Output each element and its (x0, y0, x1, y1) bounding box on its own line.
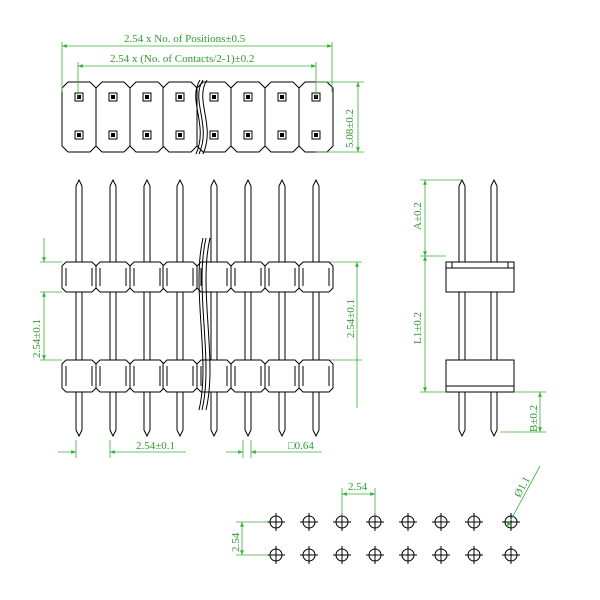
insulator-block (95, 261, 131, 293)
pin-square (74, 92, 84, 102)
housing-cell (162, 81, 198, 153)
pin-square-core (246, 95, 250, 99)
pin-square (277, 130, 287, 140)
insulator-block (95, 359, 131, 393)
pin-square (108, 92, 118, 102)
insulator-block (230, 261, 266, 293)
pin-square-core (314, 133, 318, 137)
pin-square (108, 130, 118, 140)
pin-square (74, 130, 84, 140)
insulator-block (162, 359, 198, 393)
pin (75, 178, 83, 438)
pin-square-core (145, 95, 149, 99)
side-insulator (445, 359, 515, 393)
pin-square (142, 130, 152, 140)
hole-pitch-y-label: 2.54 (230, 532, 242, 552)
break-line (202, 79, 208, 155)
insulator-block (129, 359, 165, 393)
pitch-right-label: 2.54±0.1 (345, 299, 357, 338)
hole-pattern (267, 513, 520, 564)
break-line (205, 237, 211, 411)
insulator-block (162, 261, 198, 293)
pin-square (175, 92, 185, 102)
insulator-block (264, 261, 300, 293)
insulator-block (298, 261, 334, 293)
pin (312, 178, 320, 438)
side-pin (490, 178, 498, 438)
pin (143, 178, 151, 438)
break-gap (198, 79, 204, 155)
overall-width-label: 2.54 x No. of Positions±0.5 (124, 33, 246, 45)
hole-pitch-x-label: 2.54 (348, 481, 368, 493)
side-a-label: A±0.2 (412, 202, 424, 230)
front-view (61, 178, 334, 438)
side-b-label: B±0.2 (528, 405, 540, 432)
side-insulator (445, 261, 515, 293)
pin (244, 178, 252, 438)
side-pin (458, 178, 466, 438)
front-view-dimensions: 2.54±0.1 2.54±0.1 2.54±0.1 □0.64 (31, 238, 362, 458)
pin-square-core (246, 133, 250, 137)
insulator-block (298, 359, 334, 393)
side-view (445, 178, 515, 438)
pin-square (243, 92, 253, 102)
pin-square-core (145, 133, 149, 137)
housing-cell (264, 81, 300, 153)
top-view-dimensions: 2.54 x No. of Positions±0.5 2.54 x (No. … (61, 33, 364, 153)
pin-square (175, 130, 185, 140)
contact-span-label: 2.54 x (No. of Contacts/2-1)±0.2 (110, 53, 254, 65)
pin (278, 178, 286, 438)
pin-square (209, 130, 219, 140)
hole-diameter-label: Ø1.1 (512, 475, 533, 500)
insulator-block (61, 261, 97, 293)
pin-square (277, 92, 287, 102)
side-view-dimensions: A±0.2 L1±0.2 B±0.2 (412, 179, 546, 433)
insulator-block (264, 359, 300, 393)
break-gap (201, 237, 207, 411)
pin (210, 178, 218, 438)
pin-square (311, 130, 321, 140)
break-line (195, 79, 201, 155)
housing-cell (95, 81, 131, 153)
pin-square (209, 92, 219, 102)
housing-cell (61, 81, 97, 153)
housing-cell (129, 81, 165, 153)
pitch-left-label: 2.54±0.1 (31, 319, 43, 358)
pin-square-core (77, 133, 81, 137)
hole-pattern-dimensions: 2.54 2.54 Ø1.1 (230, 465, 541, 556)
pin-square-label: □0.64 (288, 440, 314, 452)
break-line (198, 237, 204, 411)
pin (176, 178, 184, 438)
side-l1-label: L1±0.2 (412, 312, 424, 344)
pitch-bottom-label: 2.54±0.1 (136, 440, 175, 452)
pin-square (142, 92, 152, 102)
top-view (61, 79, 334, 155)
row-spacing-label: 5.08±0.2 (344, 109, 356, 148)
insulator-block (129, 261, 165, 293)
insulator-block (61, 359, 97, 393)
pin-square-core (111, 95, 115, 99)
pin-square (243, 130, 253, 140)
pin-square-core (212, 95, 216, 99)
pin-square-core (111, 133, 115, 137)
pin-square-core (178, 133, 182, 137)
pin-square-core (280, 95, 284, 99)
pin-square-core (77, 95, 81, 99)
insulator-block (230, 359, 266, 393)
housing-cell (230, 81, 266, 153)
pin (109, 178, 117, 438)
pin-square-core (212, 133, 216, 137)
pin-square-core (178, 95, 182, 99)
insulator-block (196, 261, 232, 293)
pin-square-core (280, 133, 284, 137)
